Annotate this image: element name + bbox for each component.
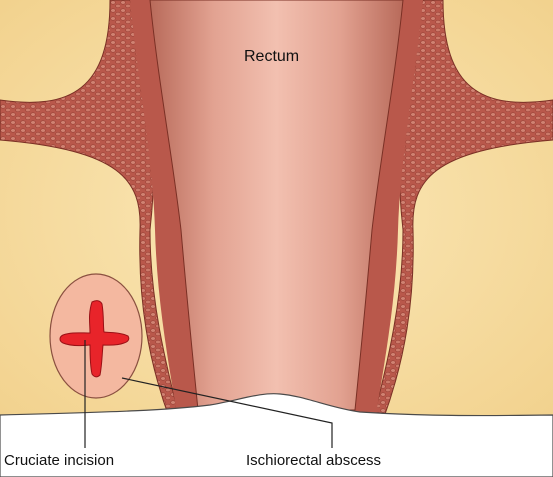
ischiorectal-abscess-label: Ischiorectal abscess: [246, 452, 381, 469]
rectum-label: Rectum: [244, 48, 299, 66]
cruciate-incision-label: Cruciate incision: [4, 452, 114, 469]
